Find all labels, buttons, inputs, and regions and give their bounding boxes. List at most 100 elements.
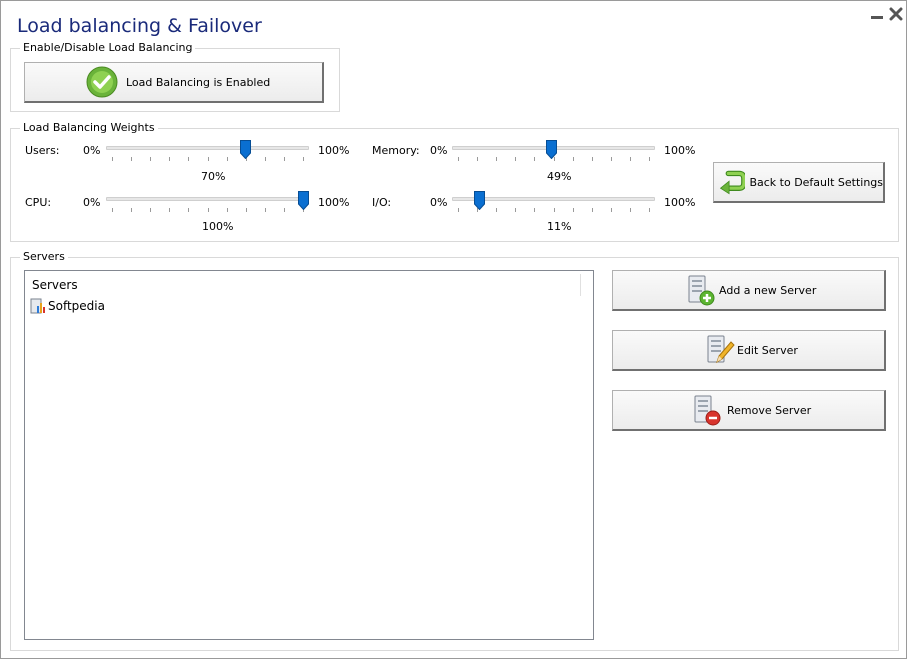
cpu-slider-tick — [207, 208, 209, 212]
server-edit-icon — [707, 335, 735, 364]
memory-slider-tick — [553, 157, 555, 161]
server-remove-icon — [694, 395, 721, 426]
server-item-softpedia[interactable]: Softpedia — [30, 297, 105, 315]
server-item-label: Softpedia — [48, 299, 105, 313]
cpu-label: CPU: — [25, 196, 52, 209]
io-slider-tick — [591, 208, 593, 212]
remove-server-button[interactable]: Remove Server — [612, 390, 886, 431]
io-max-label: 100% — [664, 196, 696, 209]
check-circle-icon — [86, 66, 118, 98]
io-min-label: 0% — [430, 196, 448, 209]
io-slider-tick — [553, 208, 555, 212]
users-label: Users: — [25, 144, 60, 157]
enable-group: Enable/Disable Load Balancing — [10, 41, 340, 112]
users-slider-tick — [207, 157, 209, 161]
memory-slider-tick — [534, 157, 536, 161]
io-slider[interactable] — [452, 191, 655, 217]
cpu-slider-thumb[interactable] — [297, 191, 309, 210]
io-slider-tick — [572, 208, 574, 212]
memory-slider-tick — [649, 157, 650, 161]
cpu-slider-ticks — [106, 208, 309, 213]
users-slider-tick — [264, 157, 266, 161]
back-to-default-label: Back to Default Settings — [749, 175, 883, 189]
memory-slider-tick — [458, 157, 459, 161]
io-slider-tick — [610, 208, 612, 212]
back-to-default-button[interactable]: Back to Default Settings — [713, 162, 885, 203]
back-arrow-icon — [719, 170, 746, 195]
users-min-label: 0% — [83, 144, 101, 157]
users-slider-tick — [131, 157, 133, 161]
remove-server-label: Remove Server — [727, 403, 812, 417]
cpu-slider-tick — [283, 208, 285, 212]
io-slider-tick — [496, 208, 498, 212]
weights-group: Load Balancing Weights — [10, 121, 899, 242]
memory-slider-tick — [496, 157, 498, 161]
io-slider-tick — [515, 208, 517, 212]
cpu-min-label: 0% — [83, 196, 101, 209]
memory-slider-ticks — [452, 157, 655, 162]
io-slider-thumb[interactable] — [473, 191, 485, 210]
add-server-label: Add a new Server — [719, 283, 817, 297]
cpu-slider-tick — [226, 208, 228, 212]
cpu-slider-tick — [150, 208, 152, 212]
users-slider-tick — [188, 157, 190, 161]
cpu-slider-tick — [303, 208, 304, 212]
memory-slider-tick — [477, 157, 479, 161]
column-divider[interactable] — [580, 274, 581, 296]
io-slider-tick — [534, 208, 536, 212]
cpu-max-label: 100% — [318, 196, 350, 209]
server-add-icon — [688, 275, 715, 306]
server-chart-icon — [30, 298, 45, 314]
users-slider-tick — [169, 157, 171, 161]
users-slider-tick — [303, 157, 304, 161]
weights-group-label: Load Balancing Weights — [20, 121, 158, 134]
servers-column-header[interactable]: Servers — [32, 278, 78, 292]
memory-min-label: 0% — [430, 144, 448, 157]
edit-server-button[interactable]: Edit Server — [612, 330, 886, 371]
close-icon[interactable] — [888, 6, 904, 22]
cpu-slider-tick — [112, 208, 113, 212]
cpu-slider-tick — [188, 208, 190, 212]
servers-list-header[interactable]: Servers — [25, 271, 593, 297]
enable-group-label: Enable/Disable Load Balancing — [20, 41, 196, 54]
memory-slider-tick — [572, 157, 574, 161]
memory-value-label: 49% — [547, 170, 572, 183]
minimize-icon[interactable] — [869, 6, 885, 22]
users-slider-tick — [112, 157, 113, 161]
cpu-slider-track[interactable] — [106, 197, 309, 201]
cpu-slider[interactable] — [106, 191, 309, 217]
users-slider-tick — [283, 157, 285, 161]
io-slider-tick — [649, 208, 650, 212]
users-slider-thumb[interactable] — [240, 140, 252, 159]
servers-group: Servers — [10, 250, 899, 651]
toggle-load-balancing-button[interactable]: Load Balancing is Enabled — [24, 62, 324, 103]
memory-slider-tick — [591, 157, 593, 161]
cpu-slider-tick — [245, 208, 247, 212]
memory-label: Memory: — [372, 144, 420, 157]
users-value-label: 70% — [201, 170, 226, 183]
cpu-slider-tick — [264, 208, 266, 212]
users-slider-track[interactable] — [106, 146, 309, 150]
cpu-value-label: 100% — [202, 220, 234, 233]
cpu-slider-tick — [131, 208, 133, 212]
servers-list[interactable]: Servers Softpedia — [24, 270, 594, 640]
io-slider-tick — [458, 208, 459, 212]
io-label: I/O: — [372, 196, 392, 209]
users-slider-tick — [150, 157, 152, 161]
toggle-button-label: Load Balancing is Enabled — [126, 75, 271, 89]
cpu-slider-tick — [169, 208, 171, 212]
window-title: Load balancing & Failover — [17, 15, 262, 37]
memory-slider-tick — [610, 157, 612, 161]
users-slider[interactable] — [106, 140, 309, 166]
io-slider-track[interactable] — [452, 197, 655, 201]
add-server-button[interactable]: Add a new Server — [612, 270, 886, 311]
edit-server-label: Edit Server — [737, 343, 798, 357]
memory-slider-thumb[interactable] — [546, 140, 558, 159]
memory-slider[interactable] — [452, 140, 655, 166]
memory-slider-tick — [629, 157, 631, 161]
users-max-label: 100% — [318, 144, 350, 157]
servers-group-label: Servers — [20, 250, 68, 263]
users-slider-ticks — [106, 157, 309, 162]
io-slider-tick — [477, 208, 479, 212]
io-slider-tick — [629, 208, 631, 212]
